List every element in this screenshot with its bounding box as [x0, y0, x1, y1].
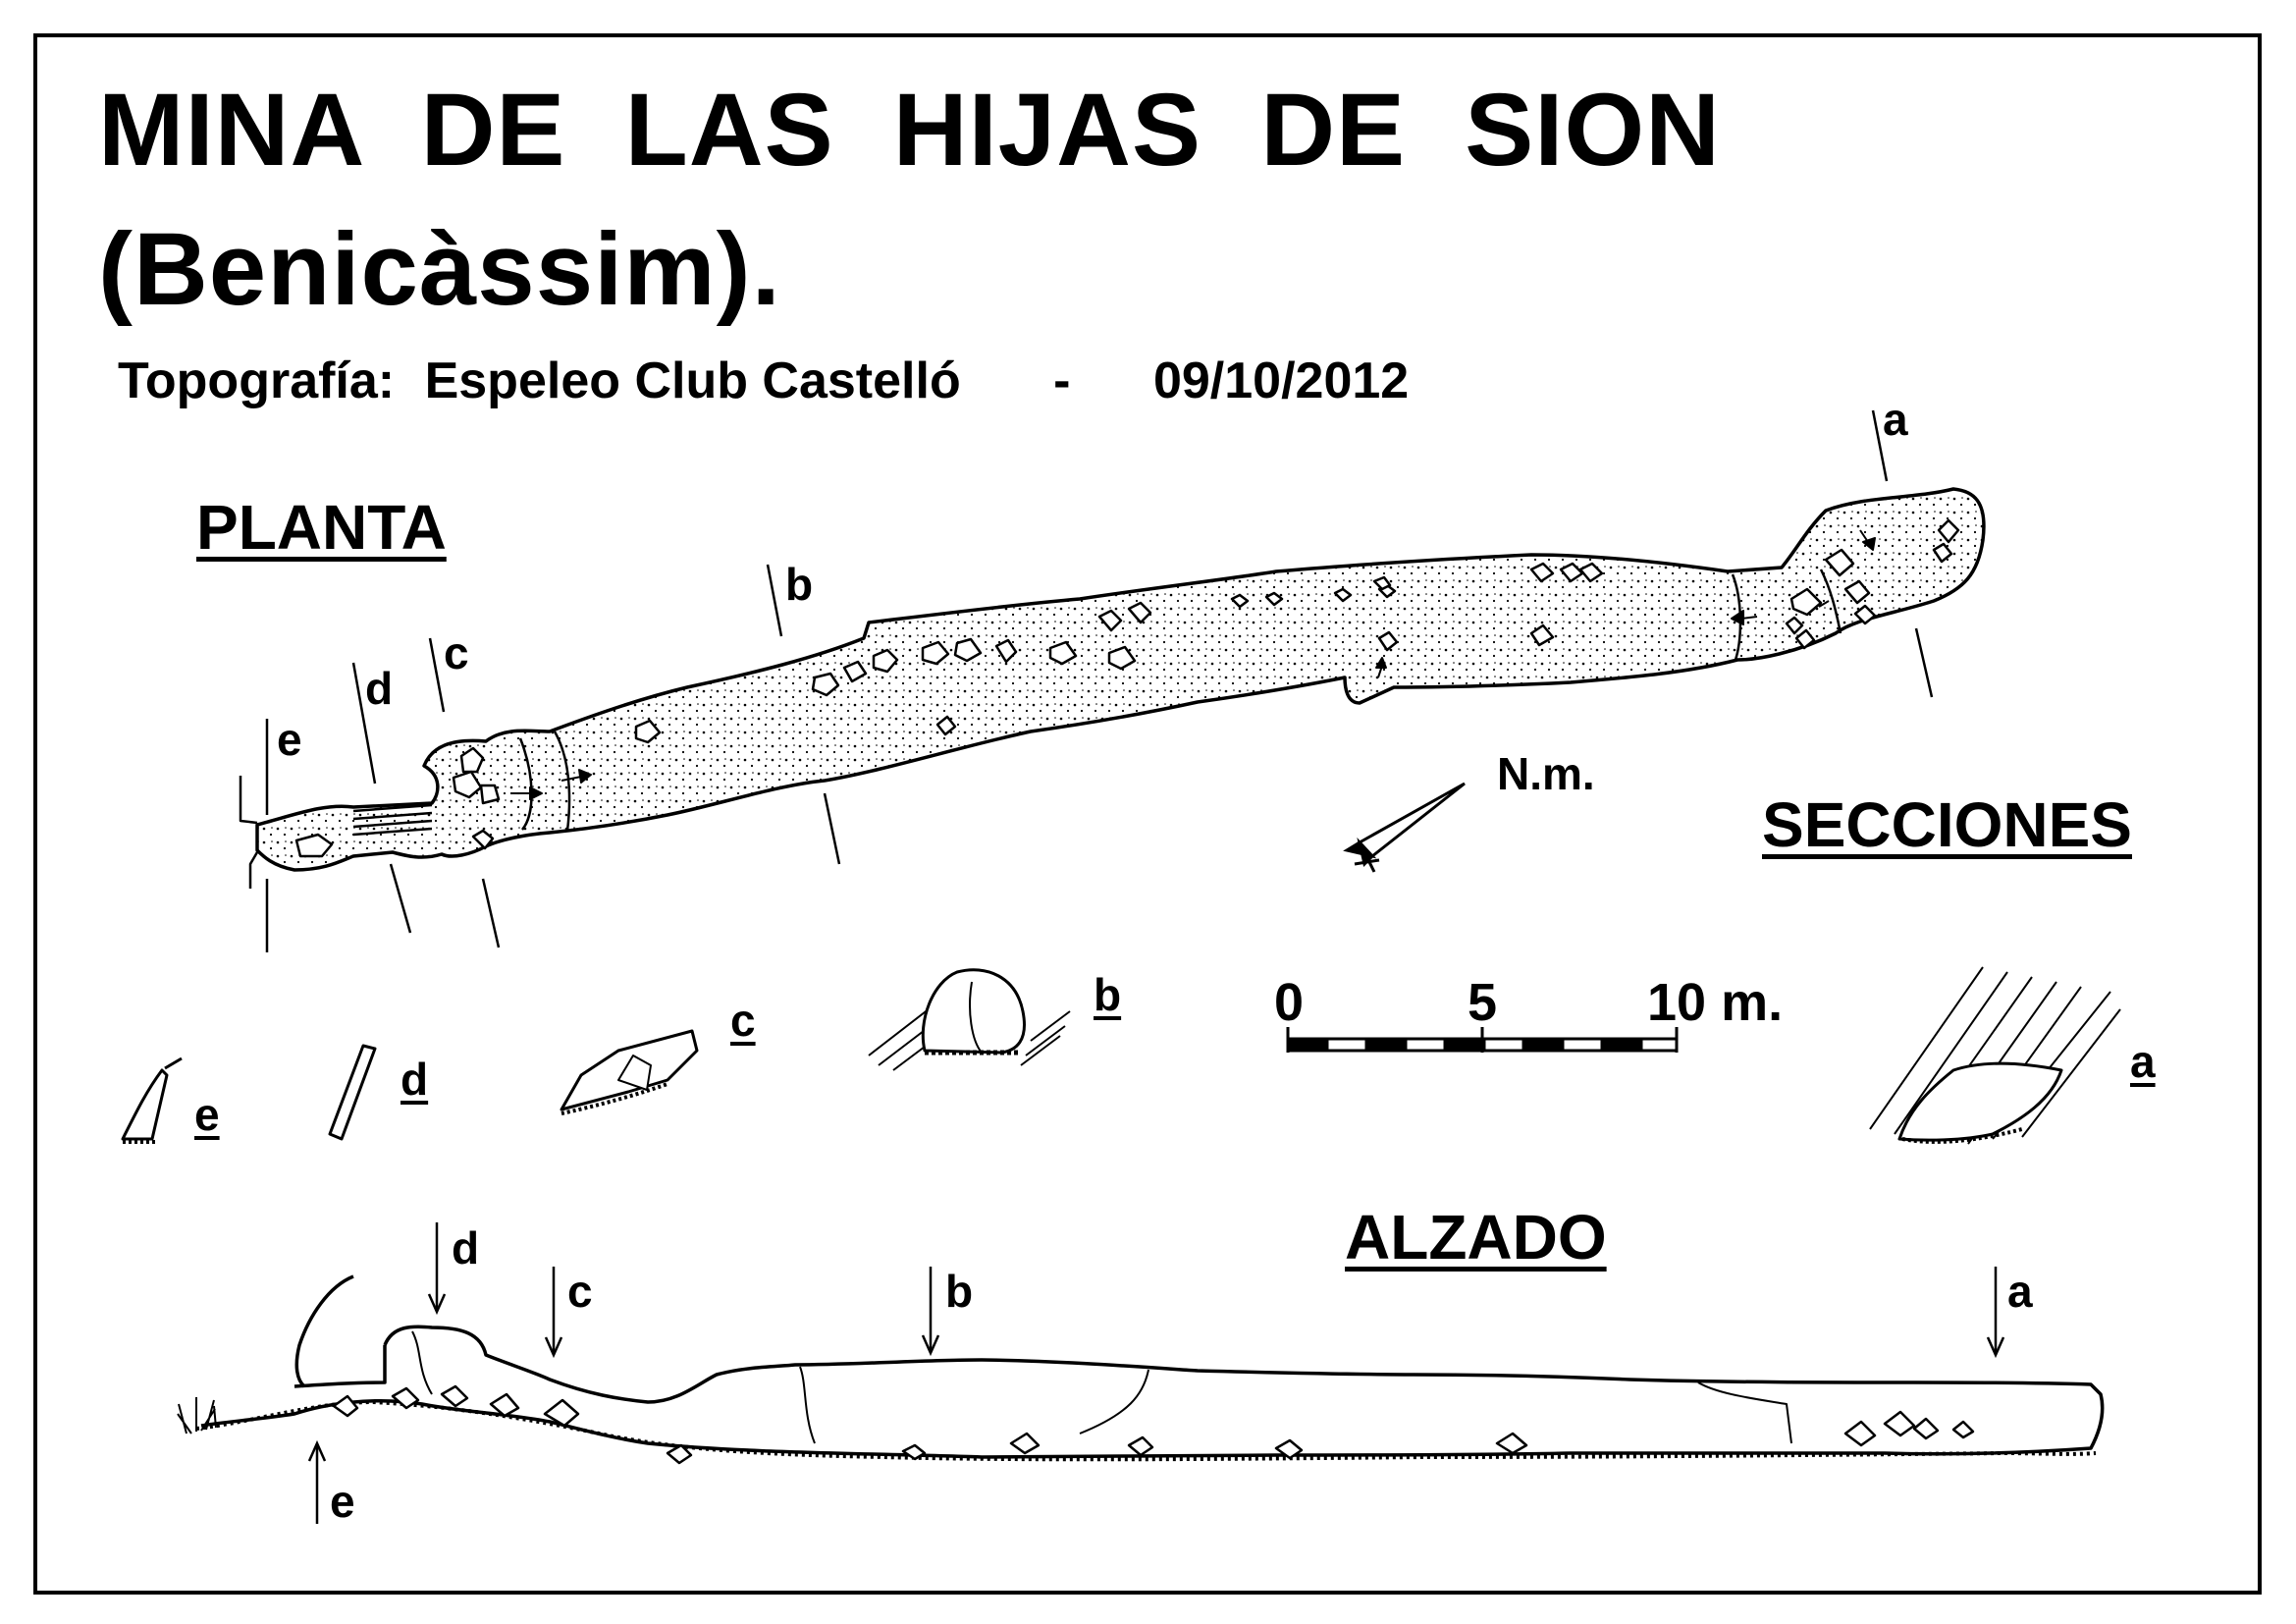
cross-section-e: [121, 1056, 183, 1144]
plan-section-label-e: e: [277, 714, 302, 765]
cross-section-a: [1869, 966, 2121, 1145]
section-label-a: a: [2130, 1036, 2156, 1087]
plan-section-label-d: d: [365, 663, 394, 714]
cross-section-c: [560, 1029, 699, 1115]
elevation-section-label-e: e: [330, 1476, 355, 1527]
section-label-c: c: [730, 995, 756, 1046]
cross-section-d: [328, 1044, 377, 1141]
scale-tick-10: 10 m.: [1647, 973, 1784, 1032]
cross-sections: [121, 966, 2121, 1145]
credit-author: Espeleo Club Castelló: [424, 352, 961, 409]
scale-tick-5: 5: [1468, 973, 1498, 1032]
elevation-heading: ALZADO: [1345, 1202, 1607, 1272]
map-title: MINA DE LAS HIJAS DE SION: [98, 73, 1721, 188]
plan-view-heading: PLANTA: [196, 492, 447, 563]
elevation-section-label-d: d: [452, 1222, 480, 1273]
credit-label: Topografía:: [118, 352, 396, 409]
survey-date: 09/10/2012: [1152, 352, 1410, 409]
sections-heading: SECCIONES: [1762, 789, 2132, 860]
elevation-section-label-a: a: [2007, 1266, 2033, 1317]
elevation-view: [177, 1274, 2105, 1465]
credit-separator: -: [1053, 352, 1071, 409]
section-label-b: b: [1094, 969, 1122, 1020]
elevation-section-label-c: c: [567, 1266, 593, 1317]
plan-section-label-b: b: [785, 559, 814, 610]
elevation-passage: [200, 1274, 2105, 1459]
section-label-d: d: [400, 1054, 429, 1105]
north-label: N.m.: [1497, 748, 1595, 799]
cross-section-b: [868, 968, 1071, 1071]
elevation-section-label-b: b: [945, 1266, 974, 1317]
north-arrow-icon: [1343, 782, 1466, 873]
plan-section-label-c: c: [444, 627, 469, 678]
section-label-e: e: [194, 1089, 220, 1140]
elevation-section-arrows: [307, 1222, 2005, 1524]
plan-section-label-a: a: [1883, 394, 1908, 445]
plan-view: [239, 487, 1986, 889]
plan-section-lines: [265, 409, 1934, 952]
scale-tick-0: 0: [1274, 973, 1305, 1032]
map-location: (Benicàssim).: [98, 212, 781, 327]
survey-credit: Topografía: Espeleo Club Castelló - 09/1…: [118, 355, 1409, 406]
plan-main-gallery: [255, 487, 1986, 872]
map-frame: [33, 33, 2262, 1595]
scale-bar: [1286, 1027, 1679, 1053]
